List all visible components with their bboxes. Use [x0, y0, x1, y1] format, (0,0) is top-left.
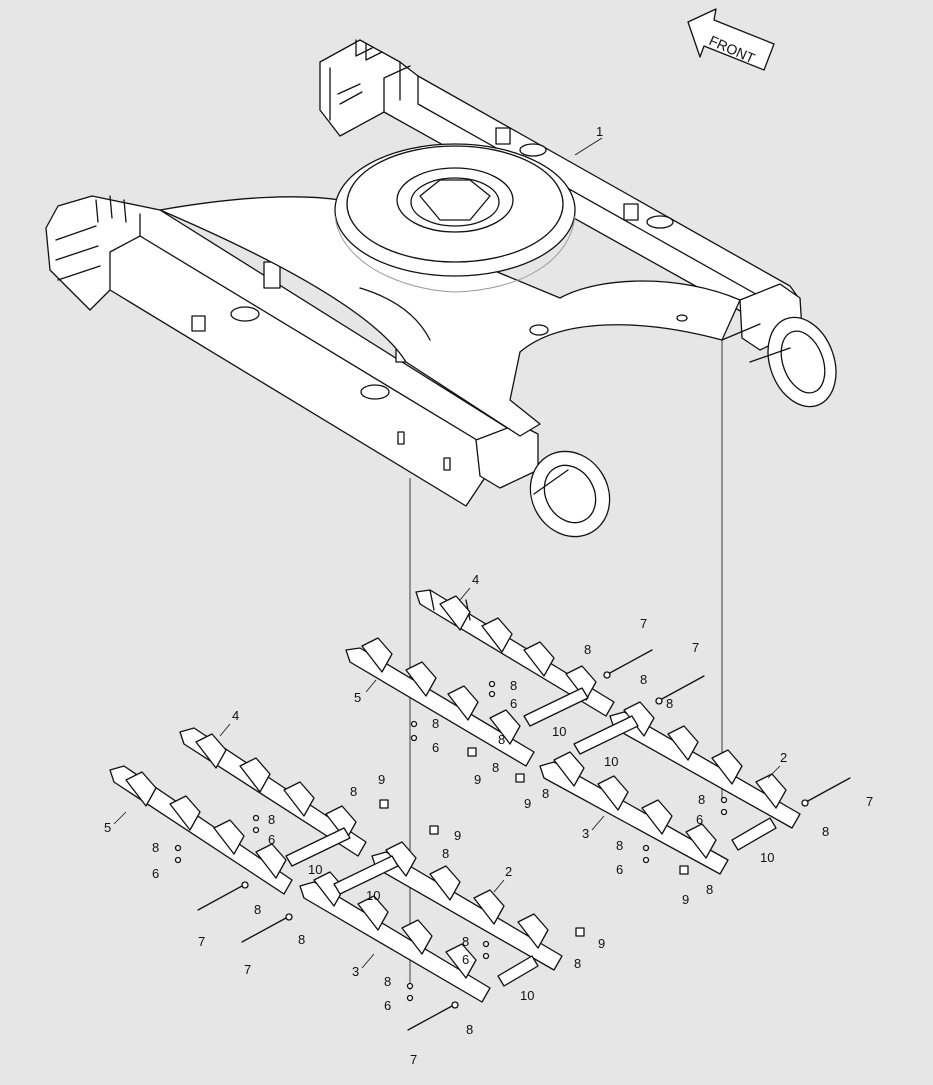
callout-8: 8: [492, 760, 499, 775]
callout-8: 8: [298, 932, 305, 947]
callout-2: 2: [780, 750, 787, 765]
callout-9: 9: [378, 772, 385, 787]
callout-8: 8: [498, 732, 505, 747]
callout-5: 5: [354, 690, 361, 705]
callout-8: 8: [574, 956, 581, 971]
callout-labels: 2 2 3 3 4 4 5 5 6 6 6 6 6 6 6 6 7 7 7 7 …: [104, 572, 873, 1067]
callout-6: 6: [432, 740, 439, 755]
callout-9: 9: [598, 936, 605, 951]
small-hardware: [174, 671, 809, 1009]
callout-10: 10: [308, 862, 322, 877]
track-guard-5-upper: [345, 637, 535, 767]
callout-8: 8: [466, 1022, 473, 1037]
callout-10: 10: [366, 888, 380, 903]
callout-8: 8: [706, 882, 713, 897]
callout-8: 8: [640, 672, 647, 687]
callout-7: 7: [244, 962, 251, 977]
callout-6: 6: [268, 832, 275, 847]
callout-7: 7: [866, 794, 873, 809]
spacer-pins: [285, 687, 777, 987]
callout-4: 4: [232, 708, 239, 723]
callout-8: 8: [666, 696, 673, 711]
callout-7: 7: [692, 640, 699, 655]
callout-8: 8: [616, 838, 623, 853]
callout-8: 8: [254, 902, 261, 917]
callout-7: 7: [410, 1052, 417, 1067]
track-guard-5-lower: [109, 765, 293, 895]
callout-2: 2: [505, 864, 512, 879]
long-bolts: [197, 649, 851, 1031]
callout-8: 8: [268, 812, 275, 827]
callout-10: 10: [604, 754, 618, 769]
lower-frame: 1: [45, 39, 837, 538]
callout-3: 3: [352, 964, 359, 979]
callout-6: 6: [696, 812, 703, 827]
leader-lines: [113, 587, 781, 969]
callout-8: 8: [442, 846, 449, 861]
callout-5: 5: [104, 820, 111, 835]
callout-7: 7: [198, 934, 205, 949]
callout-9: 9: [524, 796, 531, 811]
callout-8: 8: [584, 642, 591, 657]
callout-6: 6: [510, 696, 517, 711]
callout-8: 8: [542, 786, 549, 801]
callout-1: 1: [596, 124, 603, 139]
callout-9: 9: [474, 772, 481, 787]
callout-7: 7: [640, 616, 647, 631]
callout-10: 10: [552, 724, 566, 739]
callout-8: 8: [510, 678, 517, 693]
track-guard-3-upper: [539, 751, 729, 875]
front-direction-arrow: FRONT: [687, 8, 775, 71]
track-guard-2-upper: [609, 701, 801, 829]
callout-4: 4: [472, 572, 479, 587]
callout-9: 9: [454, 828, 461, 843]
callout-8: 8: [350, 784, 357, 799]
callout-8: 8: [152, 840, 159, 855]
callout-6: 6: [616, 862, 623, 877]
callout-8: 8: [384, 974, 391, 989]
callout-3: 3: [582, 826, 589, 841]
callout-10: 10: [760, 850, 774, 865]
callout-8: 8: [432, 716, 439, 731]
callout-8: 8: [462, 934, 469, 949]
callout-10: 10: [520, 988, 534, 1003]
callout-8: 8: [822, 824, 829, 839]
callout-6: 6: [462, 952, 469, 967]
callout-6: 6: [152, 866, 159, 881]
callout-8: 8: [698, 792, 705, 807]
callout-9: 9: [682, 892, 689, 907]
callout-6: 6: [384, 998, 391, 1013]
